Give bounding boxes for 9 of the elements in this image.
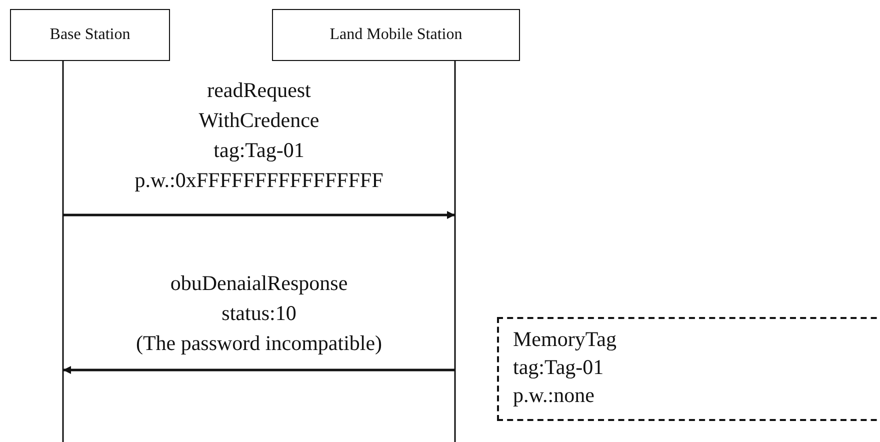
node-text: Land Mobile Station	[330, 26, 462, 44]
node-text: tag:Tag-01	[513, 354, 605, 381]
node-text: Base Station	[50, 26, 130, 44]
arrow	[63, 366, 455, 374]
edge-label: readRequest WithCredence tag:Tag-01 p.w.:0xFFFFFFFFFFFFFFFF	[134, 77, 384, 194]
node-text: p.w.:none	[513, 382, 596, 409]
node-text: MemoryTag	[513, 326, 618, 353]
edge-label: obuDenaialResponse status:10 (The password incompatible)	[136, 270, 382, 357]
arrow	[63, 211, 455, 219]
